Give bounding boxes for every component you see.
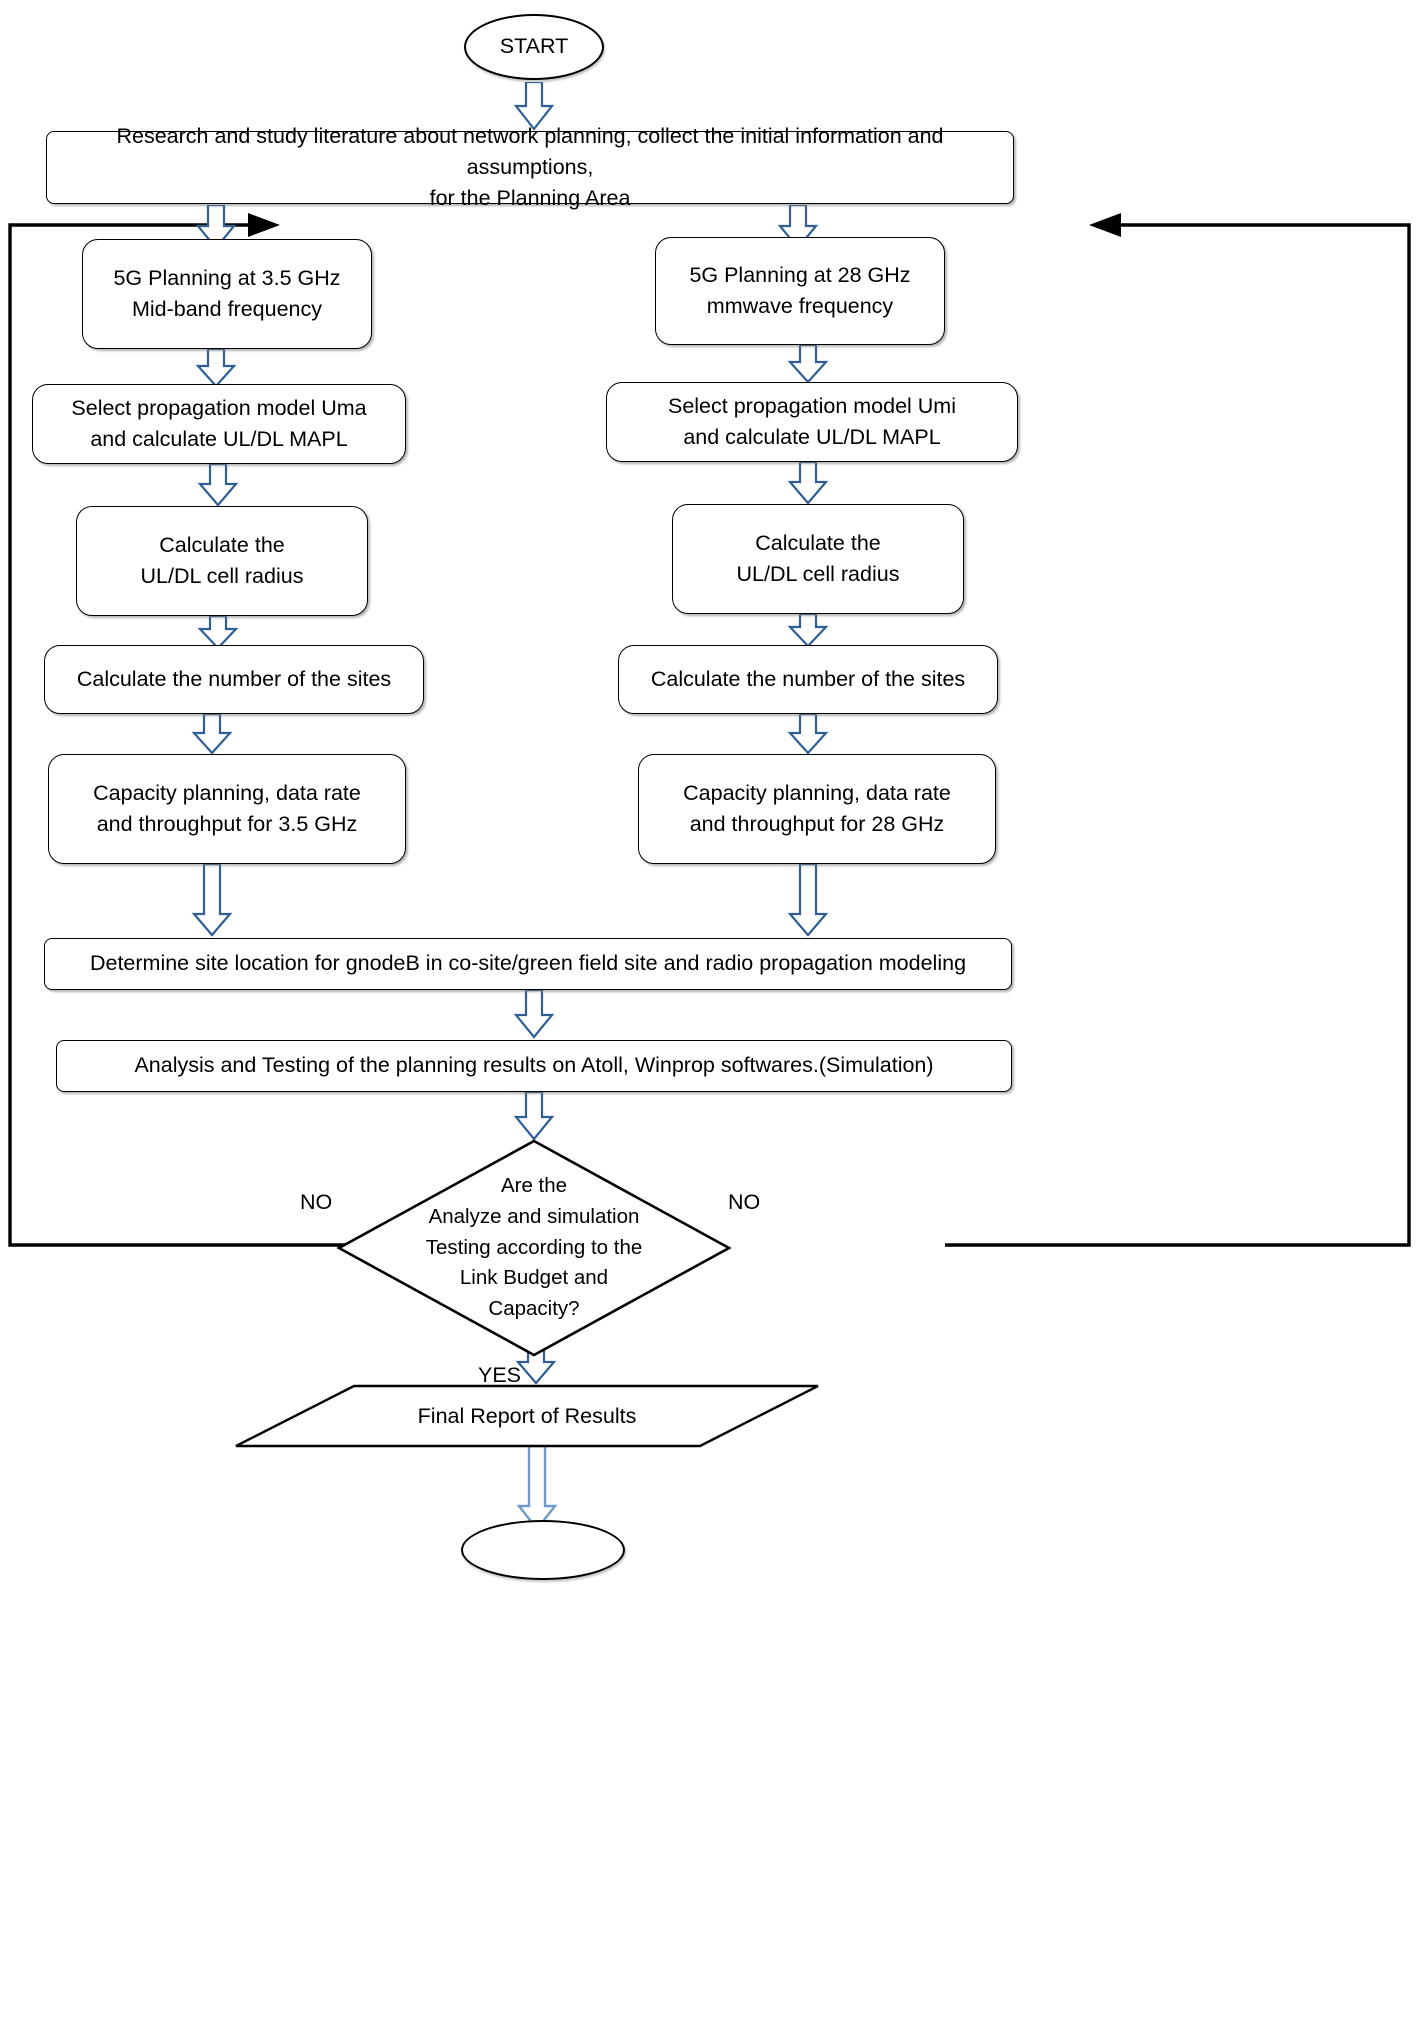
arrow-left-plan-to-propagation (194, 349, 238, 389)
node-start-label: START (499, 34, 569, 59)
node-left-sites-label: Calculate the number of the sites (76, 666, 392, 691)
edge-label-no-right: NO (728, 1190, 761, 1214)
node-left-radius: Calculate the UL/DL cell radius (76, 506, 368, 616)
node-site-location: Determine site location for gnodeB in co… (44, 938, 1012, 990)
node-left-sites: Calculate the number of the sites (44, 645, 424, 714)
arrow-right-capacity-to-site-location (786, 864, 830, 938)
node-right-capacity-label: Capacity planning, data rate and through… (683, 780, 951, 836)
arrow-site-location-to-analysis (512, 990, 556, 1040)
node-end (461, 1520, 625, 1580)
node-left-radius-label: Calculate the UL/DL cell radius (140, 532, 304, 588)
node-left-capacity-label: Capacity planning, data rate and through… (93, 780, 361, 836)
node-right-radius: Calculate the UL/DL cell radius (672, 504, 964, 614)
node-left-plan: 5G Planning at 3.5 GHz Mid-band frequenc… (82, 239, 372, 349)
arrow-right-radius-to-sites (786, 614, 830, 648)
node-right-propagation-label: Select propagation model Umi and calcula… (667, 393, 956, 449)
node-right-sites: Calculate the number of the sites (618, 645, 998, 714)
edge-label-no-left: NO (300, 1190, 333, 1214)
node-right-propagation: Select propagation model Umi and calcula… (606, 382, 1018, 462)
arrow-right-sites-to-capacity (786, 714, 830, 756)
arrow-final-report-to-end (514, 1446, 560, 1532)
arrow-research-to-left-plan (194, 205, 238, 251)
node-analysis: Analysis and Testing of the planning res… (56, 1040, 1012, 1092)
node-left-propagation-label: Select propagation model Uma and calcula… (71, 395, 367, 451)
arrow-left-radius-to-sites (196, 616, 240, 650)
node-left-capacity: Capacity planning, data rate and through… (48, 754, 406, 864)
node-analysis-label: Analysis and Testing of the planning res… (134, 1053, 934, 1078)
node-site-location-label: Determine site location for gnodeB in co… (89, 951, 967, 976)
edge-label-yes: YES (478, 1363, 522, 1387)
node-left-plan-label: 5G Planning at 3.5 GHz Mid-band frequenc… (113, 265, 341, 321)
node-decision: Are the Analyze and simulation Testing a… (336, 1138, 732, 1358)
node-final-report: Final Report of Results (234, 1384, 820, 1448)
arrow-right-plan-to-propagation (786, 345, 830, 385)
arrow-left-propagation-to-radius (196, 464, 240, 508)
node-right-sites-label: Calculate the number of the sites (650, 666, 966, 691)
node-research: Research and study literature about netw… (46, 124, 1014, 210)
feedback-loop-lines (0, 205, 1419, 1275)
node-start: START (464, 14, 604, 80)
node-right-radius-label: Calculate the UL/DL cell radius (736, 530, 900, 586)
node-left-propagation: Select propagation model Uma and calcula… (32, 384, 406, 464)
arrow-analysis-to-decision (512, 1092, 556, 1142)
node-research-label: Research and study literature about netw… (116, 123, 944, 211)
arrow-left-capacity-to-site-location (190, 864, 234, 938)
arrow-left-sites-to-capacity (190, 714, 234, 756)
arrow-right-propagation-to-radius (786, 462, 830, 506)
node-final-report-label: Final Report of Results (417, 1403, 637, 1428)
node-right-capacity: Capacity planning, data rate and through… (638, 754, 996, 864)
node-right-plan: 5G Planning at 28 GHz mmwave frequency (655, 237, 945, 345)
arrow-start-to-research (512, 82, 556, 132)
node-decision-label: Are the Analyze and simulation Testing a… (425, 1174, 643, 1321)
node-right-plan-label: 5G Planning at 28 GHz mmwave frequency (689, 262, 911, 318)
